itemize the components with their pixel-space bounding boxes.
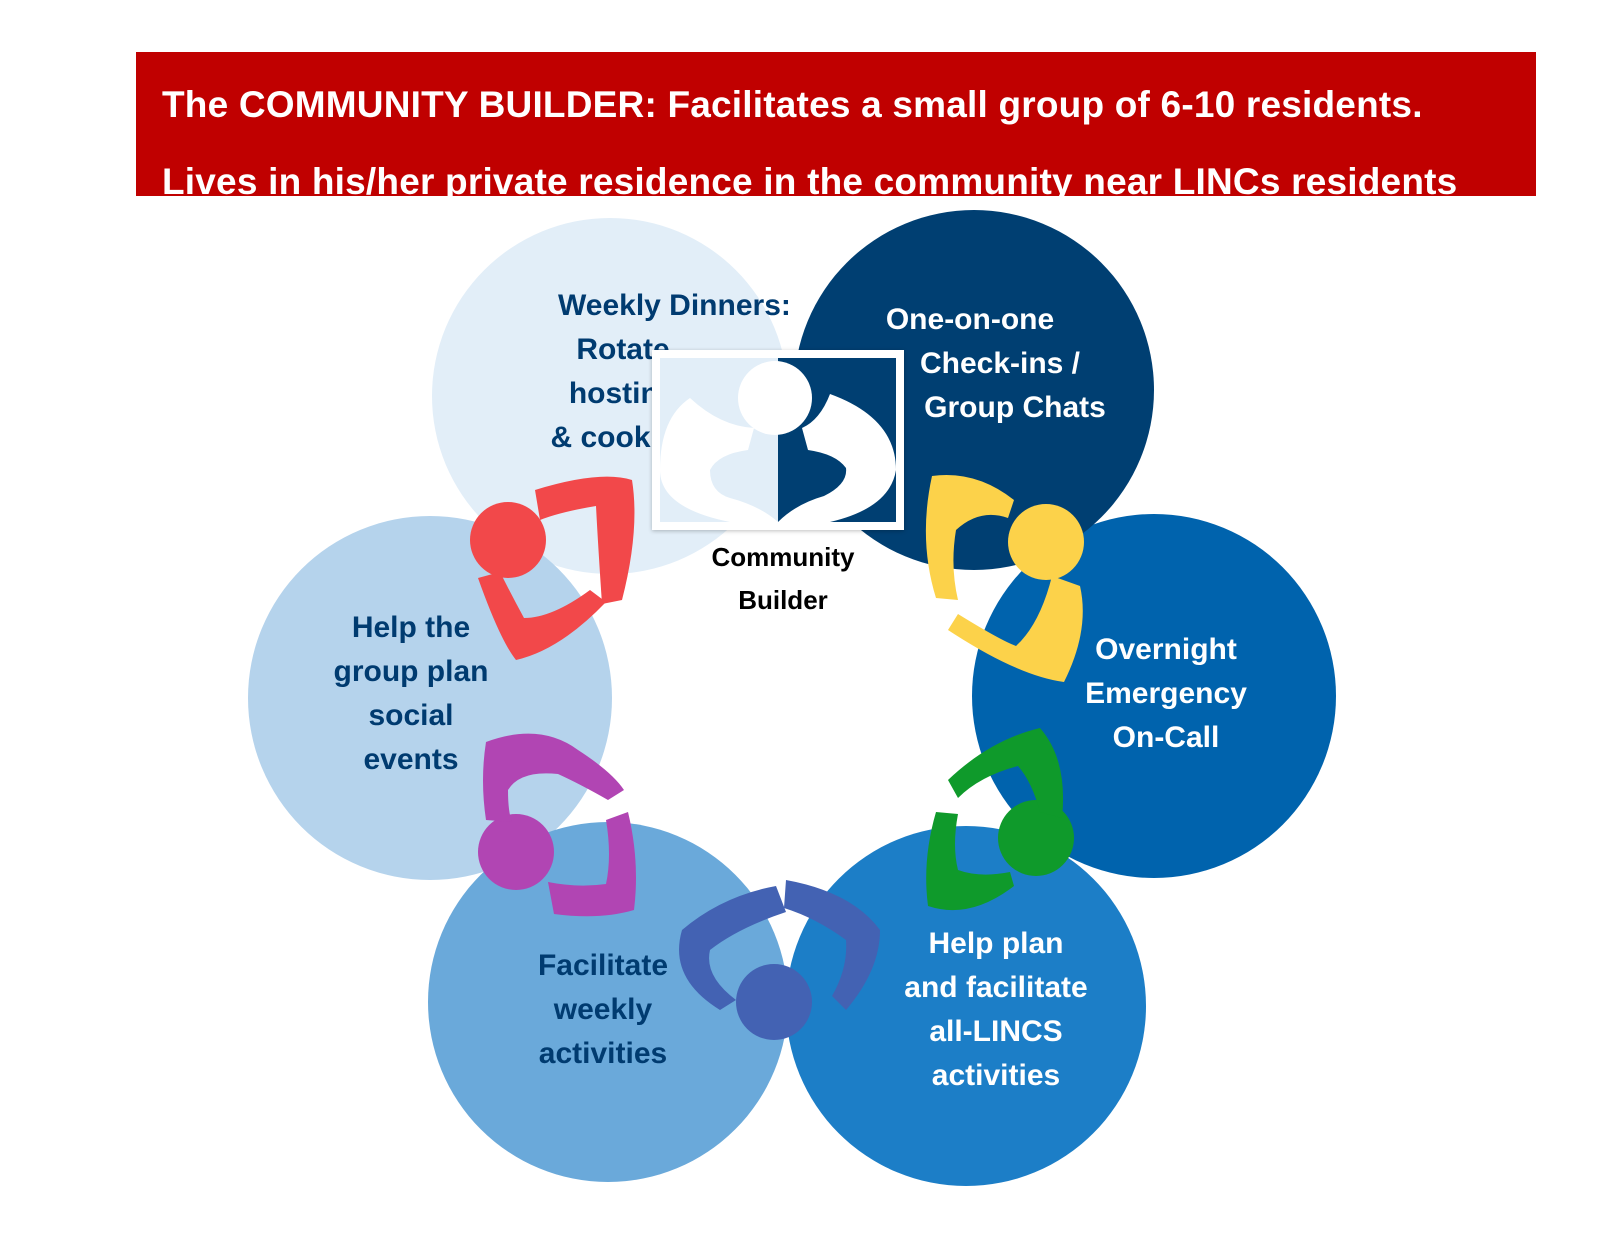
community-builder-icon (660, 358, 896, 522)
role-line: Group Chats (924, 391, 1106, 424)
header-banner: The COMMUNITY BUILDER: Facilitates a sma… (136, 52, 1536, 202)
role-line: Emergency (1085, 677, 1247, 710)
community-builder-label-line2: Builder (738, 585, 828, 615)
role-weekly-activities: Facilitate weekly activities (498, 944, 708, 1076)
role-all-lincs: Help plan and facilitate all-LINCS activ… (876, 922, 1116, 1098)
role-line: One-on-one (885, 303, 1055, 336)
role-line: Facilitate (537, 949, 669, 982)
role-line: all-LINCS (929, 1015, 1063, 1048)
role-line: activities (931, 1059, 1061, 1092)
role-line: and facilitate (904, 971, 1088, 1004)
person-green-icon (926, 728, 1074, 911)
role-line: Weekly Dinners: (558, 289, 791, 322)
role-line: social (368, 699, 454, 732)
role-line: Check-ins / (919, 347, 1081, 380)
role-line: Overnight (1095, 633, 1237, 666)
header-line-2: Lives in his/her private residence in th… (162, 161, 1458, 202)
header-line-1: The COMMUNITY BUILDER: Facilitates a sma… (162, 84, 1423, 125)
person-slate-icon (679, 880, 880, 1040)
community-builder-box (652, 350, 904, 530)
role-line: Help plan (928, 927, 1064, 960)
role-line: activities (538, 1037, 668, 1070)
role-line: group plan (333, 655, 489, 688)
role-check-ins: One-on-one Check-ins / Group Chats (850, 298, 1130, 430)
role-line: weekly (553, 993, 653, 1026)
person-purple-icon (478, 733, 636, 917)
circle-social-events (248, 516, 612, 880)
role-line: On-Call (1112, 721, 1220, 754)
role-overnight: Overnight Emergency On-Call (1046, 628, 1286, 760)
role-social-events: Help the group plan social events (306, 606, 516, 782)
role-line: Help the (351, 611, 471, 644)
person-red-icon (470, 476, 635, 660)
community-builder-label-line1: Community (711, 542, 855, 572)
community-builder-label: Community Builder (680, 536, 886, 622)
role-line: events (363, 743, 459, 776)
person-yellow-icon (925, 475, 1084, 682)
